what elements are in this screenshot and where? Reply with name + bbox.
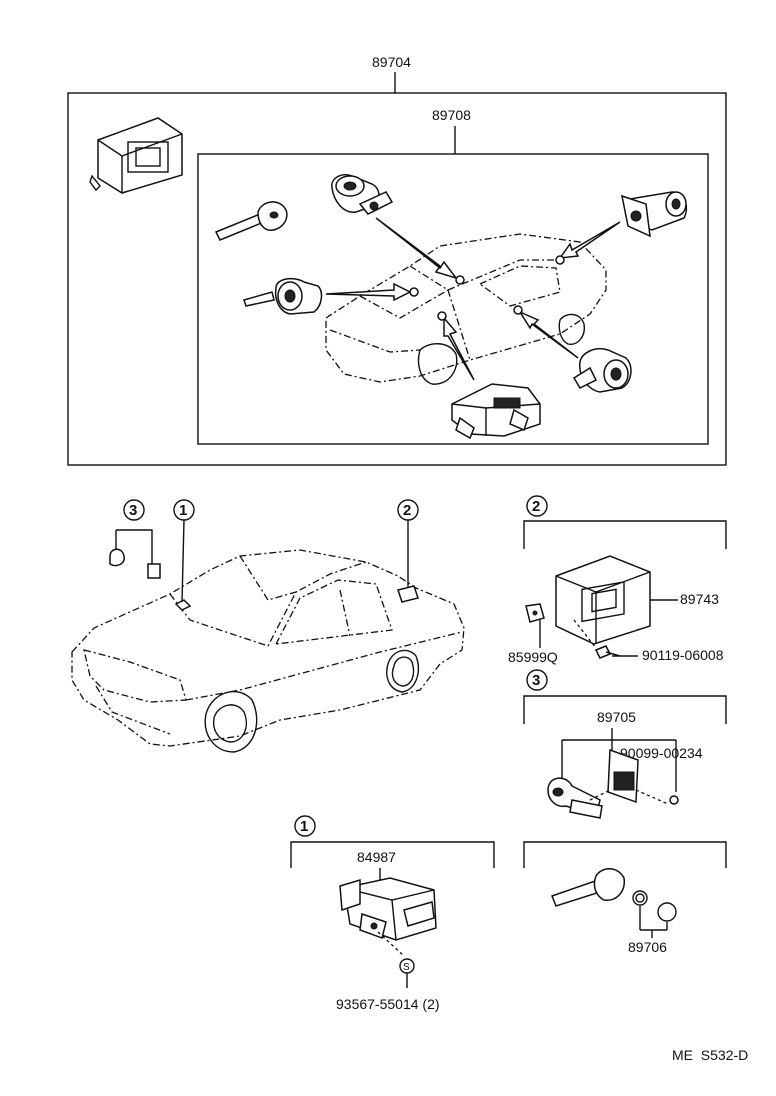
label-89743: 89743	[680, 591, 719, 607]
label-84987: 84987	[357, 849, 396, 865]
section-2-ecu: 2 89743 85999Q 90119-06008	[508, 495, 727, 665]
section-1-sensor: 1 84987 S 93567-55014 (2)	[290, 815, 495, 1012]
key-icon	[214, 201, 288, 241]
section-1-number: 1	[300, 818, 308, 835]
car-outline-main	[71, 549, 465, 753]
lock-cylinder-right-door	[621, 191, 688, 238]
s-mark: S	[403, 962, 410, 973]
label-89705: 89705	[597, 709, 636, 725]
label-90099-00234: 90099-00234	[620, 745, 703, 761]
section-3-key-transmitter: 3 89705 90099-00234	[523, 669, 727, 819]
footer-code: ME S532-D	[672, 1047, 748, 1063]
section-3-number: 3	[532, 672, 540, 689]
label-90119-06008: 90119-06008	[642, 647, 724, 663]
ecu-module-top	[89, 117, 183, 194]
ignition-switch	[451, 383, 541, 440]
callout-2-on-car: 2	[397, 499, 419, 588]
section-key-plate: 89706	[523, 841, 727, 955]
lock-cylinder-trunk	[331, 174, 394, 215]
callout-1-on-car: 1	[173, 499, 195, 603]
label-89708: 89708	[432, 107, 471, 123]
location-arrows	[325, 217, 621, 381]
callout-2-number: 2	[403, 502, 411, 519]
lock-cylinder-rear-door	[572, 348, 632, 393]
section-2-number: 2	[532, 498, 540, 515]
callout-3-left: 3	[109, 499, 161, 579]
label-89704: 89704	[372, 54, 411, 70]
callout-3-number: 3	[129, 502, 137, 519]
label-85999Q: 85999Q	[508, 649, 558, 665]
callout-1-number: 1	[179, 502, 187, 519]
assembly-frame	[67, 92, 727, 466]
lockset-frame	[197, 153, 709, 445]
lock-cylinder-left-door	[243, 277, 323, 315]
label-89706: 89706	[628, 939, 667, 955]
label-93567-55014: 93567-55014 (2)	[336, 996, 440, 1012]
